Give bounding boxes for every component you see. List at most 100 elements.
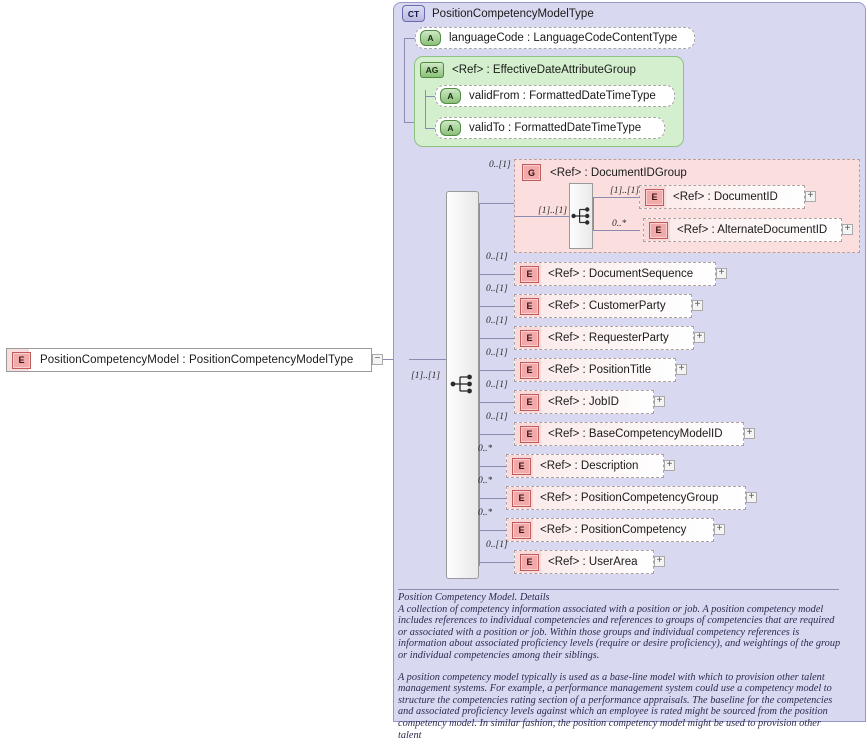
element-icon: E [645,188,664,206]
element-branch-line [479,466,506,467]
element-cardinality: 0..[1] [486,348,508,358]
element-branch-line [479,562,514,563]
attribute-validfrom[interactable]: A validFrom : FormattedDateTimeType [435,85,675,107]
element-icon: E [520,553,539,571]
connector-to-inner-sequence [515,216,570,217]
element-label: <Ref> : DocumentSequence [548,268,694,280]
element-row[interactable]: E <Ref> : Description [506,454,664,478]
sequence-icon [450,374,472,394]
element-label: <Ref> : CustomerParty [548,300,666,312]
element-row[interactable]: E <Ref> : PositionTitle [514,358,676,382]
element-label: <Ref> : RequesterParty [548,332,669,344]
element-row[interactable]: E<Ref> : JobID [514,390,654,414]
element-label: <Ref> : PositionCompetency [540,524,687,536]
element-label: <Ref> : UserArea [548,556,638,568]
documentidgroup-label: <Ref> : DocumentIDGroup [550,166,687,179]
element-branch-line [479,370,514,371]
element-cardinality: 0..[1] [486,380,508,390]
element-icon: E [12,351,31,369]
attribute-validto[interactable]: A validTo : FormattedDateTimeType [435,117,665,139]
element-branch-line [479,498,506,499]
attribute-icon: A [440,88,461,104]
element-icon: E [520,265,539,283]
attribute-languagecode[interactable]: A languageCode : LanguageCodeContentType [415,27,695,49]
element-row[interactable]: E <Ref> : BaseCompetencyModelID [514,422,744,446]
element-row[interactable]: E <Ref> : PositionCompetencyGroup [506,486,746,510]
element-expand-toggle[interactable]: + [654,556,665,567]
element-expand-toggle[interactable]: + [746,492,757,503]
element-fill [515,295,691,317]
documentation-block: Position Competency Model. Details A col… [398,592,846,751]
element-icon: E [512,457,531,475]
element-fill [640,186,804,208]
attribute-validto-label: validTo : FormattedDateTimeType [469,122,642,134]
attrgroup-branch-validfrom [425,96,436,97]
element-expand-toggle[interactable]: + [664,460,675,471]
connector-to-sequence [409,359,448,360]
element-expand-toggle[interactable]: + [654,396,665,407]
element-alternatedocumentid-label: <Ref> : AlternateDocumentID [677,224,828,236]
documentidgroup-header[interactable]: G <Ref> : DocumentIDGroup [522,164,687,181]
element-icon: E [520,297,539,315]
element-cardinality: 0..[1] [486,412,508,422]
attrgroup-spine [425,90,426,128]
root-collapse-toggle[interactable]: − [372,354,383,365]
element-branch-line [479,402,514,403]
element-row[interactable]: E <Ref> : RequesterParty [514,326,694,350]
attr-branch-group [404,122,416,123]
element-label: <Ref> : PositionTitle [548,364,652,376]
element-expand-toggle[interactable]: + [694,332,705,343]
documentation-paragraph-2: A position competency model typically is… [398,671,833,741]
element-documentid-expand-toggle[interactable]: + [805,191,816,202]
documentation-separator [398,589,839,590]
root-element-label: PositionCompetencyModel : PositionCompet… [40,354,354,366]
element-expand-toggle[interactable]: + [676,364,687,375]
group-icon: G [522,164,541,181]
element-label: <Ref> : BaseCompetencyModelID [548,428,723,440]
element-icon: E [520,393,539,411]
element-fill [515,551,653,573]
element-fill [515,391,653,413]
element-expand-toggle[interactable]: + [716,268,727,279]
element-branch-line [479,338,514,339]
element-icon: E [520,425,539,443]
element-branch-line [479,530,506,531]
element-cardinality: 0..* [478,476,493,486]
attribute-icon: A [420,30,441,46]
element-alternatedocumentid-expand-toggle[interactable]: + [842,224,853,235]
element-icon: E [520,361,539,379]
element-documentid[interactable]: E <Ref> : DocumentID [639,185,805,209]
element-fill [644,219,841,241]
element-icon: E [512,521,531,539]
element-expand-toggle[interactable]: + [692,300,703,311]
element-alternatedocumentid[interactable]: E <Ref> : AlternateDocumentID [643,218,842,242]
attributegroup-header[interactable]: AG <Ref> : EffectiveDateAttributeGroup [420,62,636,78]
element-fill [507,519,713,541]
root-element-box[interactable]: E PositionCompetencyModel : PositionComp… [6,348,372,372]
element-branch-line [479,274,514,275]
attribute-languagecode-label: languageCode : LanguageCodeContentType [449,32,678,44]
element-icon: E [512,489,531,507]
element-expand-toggle[interactable]: + [744,428,755,439]
element-fill [515,423,743,445]
element-row[interactable]: E <Ref> : DocumentSequence [514,262,716,286]
documentid-cardinality: [1]..[1] [610,186,640,196]
sequence-icon [571,207,590,225]
element-row[interactable]: E <Ref> : CustomerParty [514,294,692,318]
attributegroup-icon: AG [420,62,444,78]
element-label: <Ref> : Description [540,460,639,472]
element-fill [507,487,745,509]
alternatedocumentid-cardinality: 0..* [612,219,627,229]
element-icon: E [520,329,539,347]
documentidgroup-cardinality: 0..[1] [489,160,511,170]
branch-alternatedocumentid [593,230,640,231]
attr-branch-languagecode [404,38,416,39]
element-label: <Ref> : PositionCompetencyGroup [540,492,719,504]
element-row[interactable]: E <Ref> : UserArea [514,550,654,574]
attr-spine [404,38,405,122]
element-branch-line [479,306,514,307]
element-row[interactable]: E <Ref> : PositionCompetency [506,518,714,542]
element-icon: E [649,221,668,239]
element-expand-toggle[interactable]: + [714,524,725,535]
element-cardinality: 0..[1] [486,252,508,262]
